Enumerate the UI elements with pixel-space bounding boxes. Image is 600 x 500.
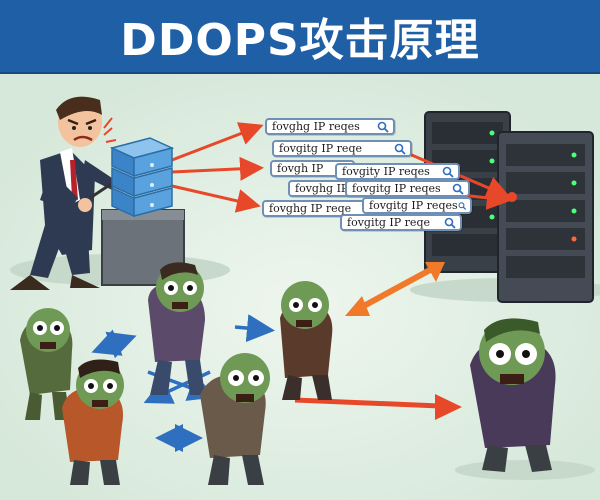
request-label-text: fovghg IP reqe xyxy=(269,202,352,215)
search-icon xyxy=(444,217,456,229)
request-label: fovgitg IP reqes xyxy=(362,197,472,214)
request-label: fovgitg IP reqe xyxy=(340,214,462,231)
search-icon xyxy=(442,166,454,178)
zombie-icon xyxy=(62,359,124,485)
request-label-text: fovgitg IP reqes xyxy=(369,199,458,212)
zombie-icon xyxy=(20,308,73,420)
server-rack-icon xyxy=(497,131,594,303)
request-label: fovgitg IP reqe xyxy=(272,140,412,157)
search-icon xyxy=(394,143,406,155)
big-attack-arrow xyxy=(294,394,462,420)
title-banner: DDOPS攻击原理 xyxy=(0,0,600,72)
bidirectional-arrow xyxy=(345,262,445,316)
server-stack-icon xyxy=(109,137,175,218)
request-label-text: fovgitg IP reqe xyxy=(279,142,362,155)
zombie-icon xyxy=(200,353,270,485)
request-label: fovgity IP reqes xyxy=(335,163,460,180)
request-label-text: fovgh IP xyxy=(277,162,324,175)
zombie-icon xyxy=(280,281,333,400)
request-label-text: fovgity IP reqes xyxy=(342,165,430,178)
zombie-icon xyxy=(470,318,556,472)
page-title: DDOPS攻击原理 xyxy=(120,15,480,66)
request-label-text: fovgitg IP reqes xyxy=(352,182,441,195)
request-label: fovghg IP reqes xyxy=(265,118,395,135)
search-icon xyxy=(377,121,389,133)
attacker-figure xyxy=(10,96,185,290)
request-label-text: fovghg IP reqes xyxy=(272,120,360,133)
request-label: fovgitg IP reqes xyxy=(345,180,470,197)
zombie-icon xyxy=(148,262,205,395)
search-icon xyxy=(452,183,464,195)
request-label-text: fovgitg IP reqe xyxy=(347,216,430,229)
request-label-text: fovghg IP xyxy=(295,182,349,195)
search-icon xyxy=(458,201,466,210)
